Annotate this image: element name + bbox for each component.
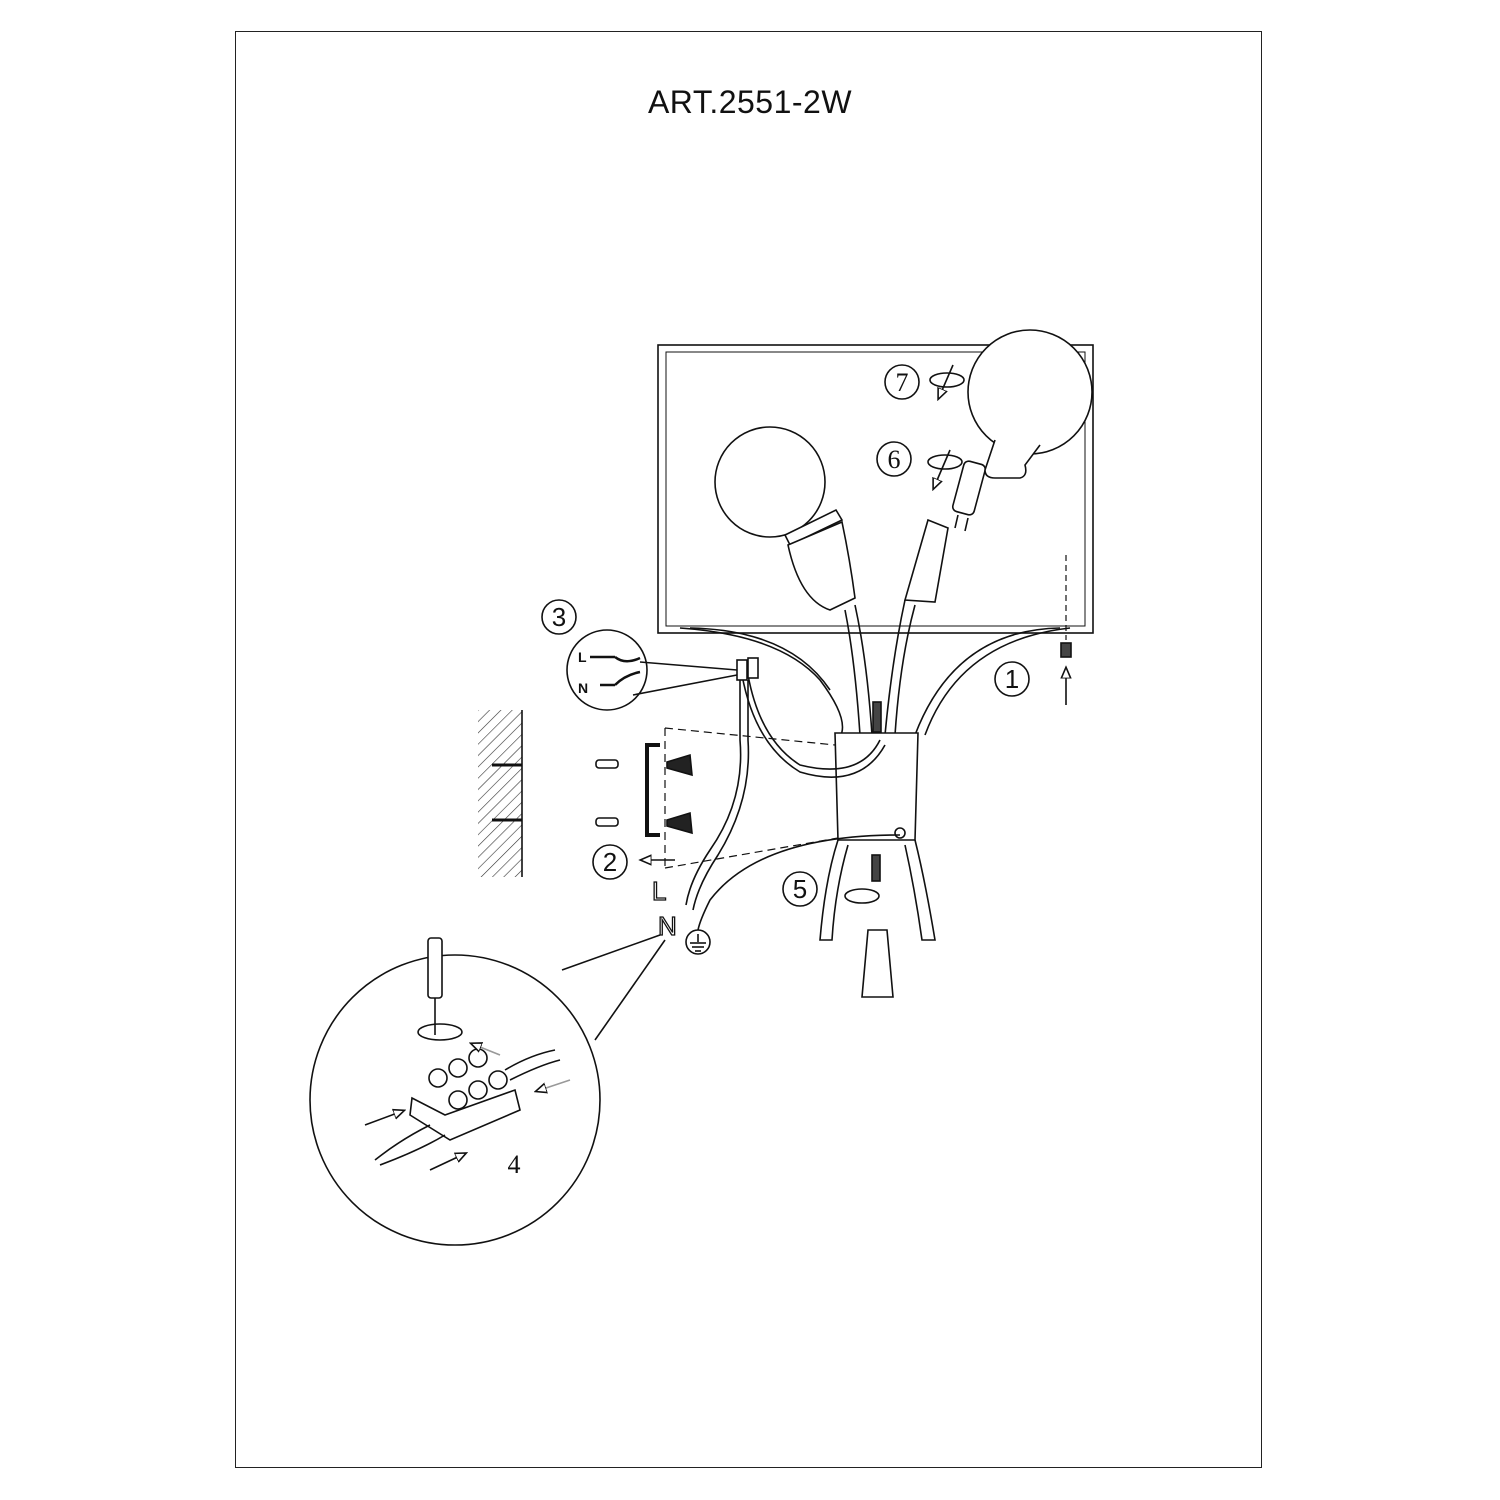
inset-terminal-block xyxy=(309,934,666,1246)
socket-right xyxy=(903,518,949,603)
center-rod xyxy=(861,929,894,998)
article-title: ART.2551-2W xyxy=(647,84,853,120)
screws xyxy=(666,753,693,835)
step-6-label: 6 xyxy=(888,445,901,474)
step-1-label: 1 xyxy=(1005,664,1019,694)
step-5-label: 5 xyxy=(793,874,807,904)
live-wire-label: L xyxy=(652,876,666,906)
neutral-wire-label: N xyxy=(658,911,677,941)
wall-box xyxy=(834,732,919,841)
mounting-bracket xyxy=(645,743,660,837)
step-3-label: 3 xyxy=(552,602,566,632)
bulb-left xyxy=(714,426,856,611)
step-numbers: 1 2 3 4 5 6 7 xyxy=(508,368,1020,1179)
g9-bulb xyxy=(951,460,987,532)
inset-wire-connection xyxy=(566,629,738,711)
bulb-right xyxy=(967,329,1093,479)
inset-live-label: L xyxy=(578,649,587,665)
step-2-label: 2 xyxy=(603,847,617,877)
step-7-label: 7 xyxy=(896,368,909,397)
wall-plugs xyxy=(595,759,619,827)
inset-neutral-label: N xyxy=(578,680,588,696)
page-frame xyxy=(235,31,1262,1468)
lamp-shade xyxy=(657,344,1094,634)
wall xyxy=(478,710,522,877)
step-4-label: 4 xyxy=(508,1150,521,1179)
ground-icon xyxy=(685,929,711,955)
